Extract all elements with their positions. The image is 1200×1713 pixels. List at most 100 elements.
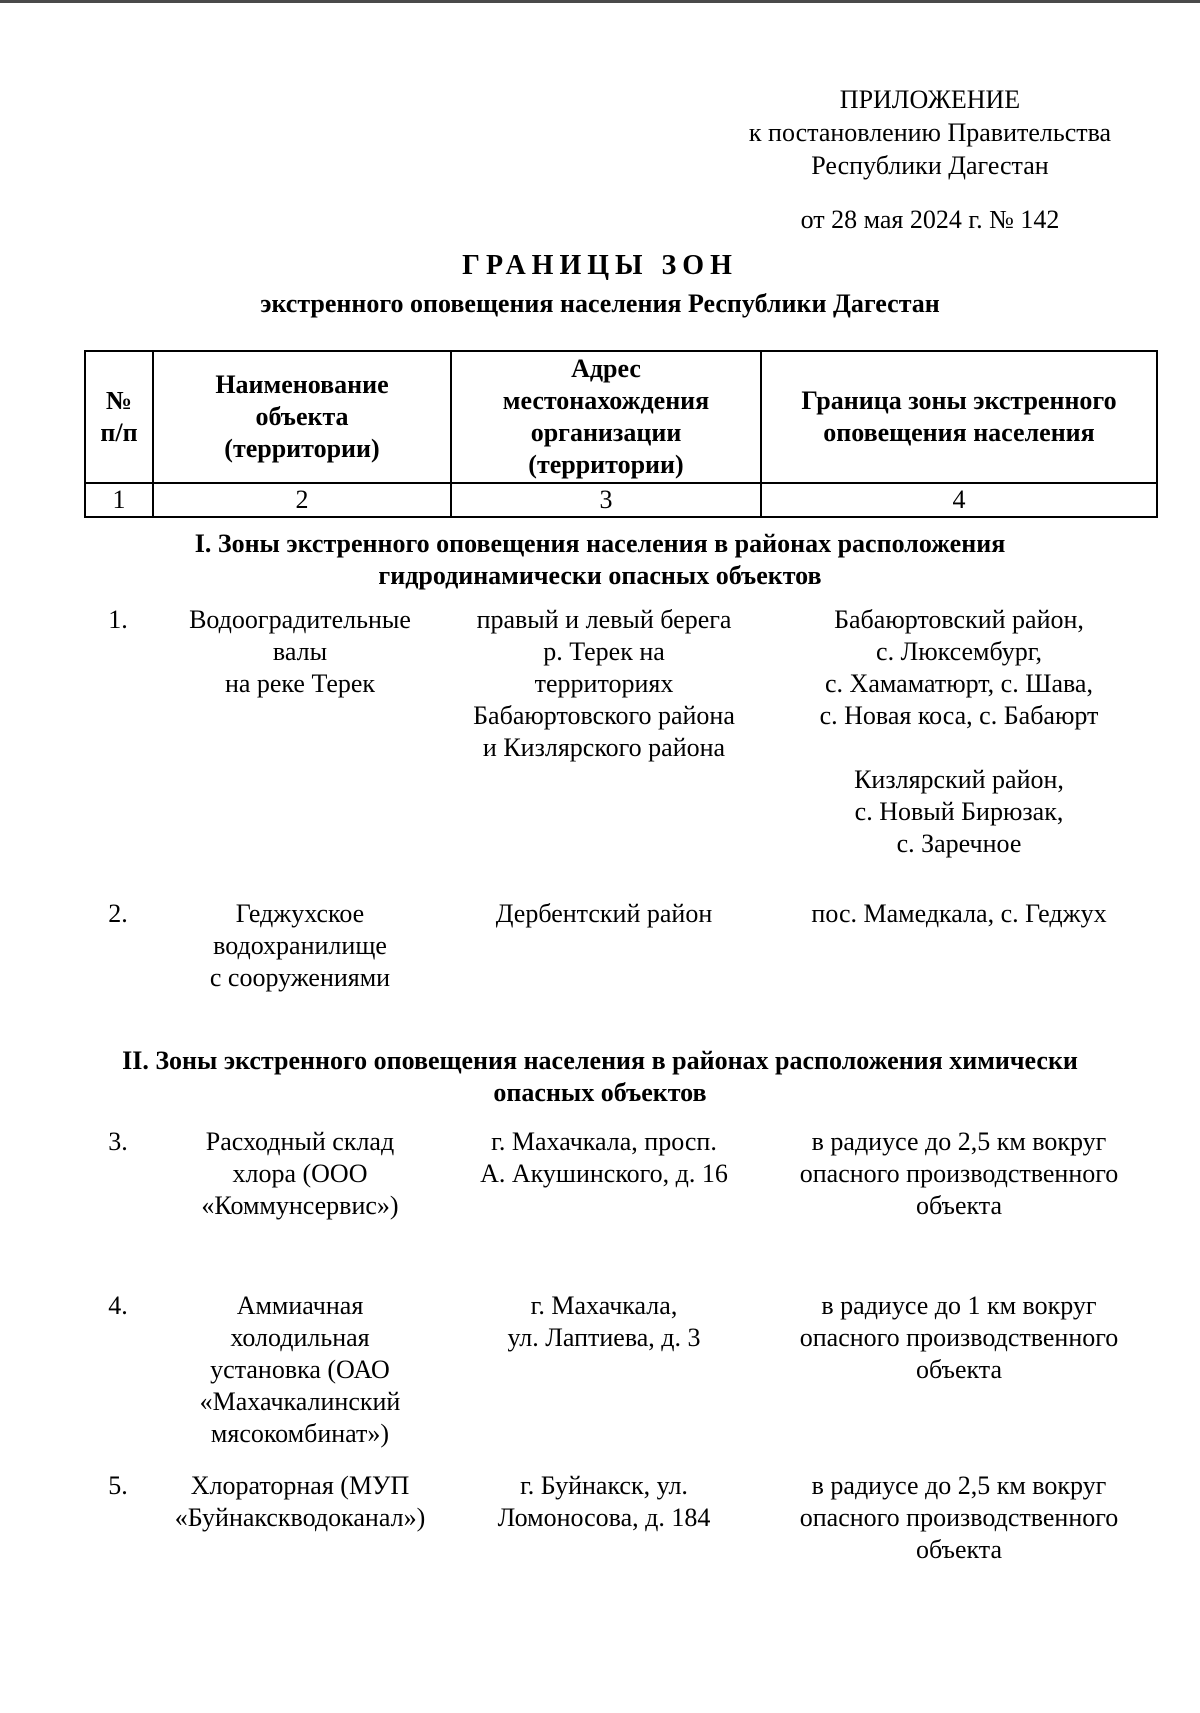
address-line: территориях	[534, 669, 674, 698]
column-number-row: 1 2 3 4	[84, 482, 1158, 518]
object-name-line: Водооградительные	[189, 605, 411, 634]
object-name-line: хлора (ООО	[232, 1159, 368, 1188]
object-name-line: «Махачкалинский	[199, 1387, 401, 1416]
object-address: г. Буйнакск, ул. Ломоносова, д. 184	[450, 1470, 758, 1534]
header-number-line: №	[105, 386, 133, 415]
scan-top-edge	[0, 0, 1200, 3]
header-zone-boundary: Граница зоны экстренного оповещения насел…	[760, 350, 1158, 484]
address-line: Ломоносова, д. 184	[497, 1503, 711, 1532]
header-table: № п/п Наименование объекта (территории) Адр…	[84, 350, 1158, 518]
header-address-line: организации	[530, 418, 682, 447]
header-address: Адрес местонахождения организации (территор…	[450, 350, 762, 484]
section-heading-line: I. Зоны экстренного оповещения населения…	[194, 529, 1006, 558]
section-heading-line: II. Зоны экстренного оповещения населени…	[122, 1046, 1078, 1075]
row-number: 2.	[108, 899, 128, 928]
appendix-date: от 28 мая 2024 г. № 142	[800, 205, 1060, 234]
zone-line: с. Хамаматюрт, с. Шава,	[825, 669, 1093, 698]
zone-line: с. Новая коса, с. Бабаюрт	[819, 701, 1099, 730]
document-subtitle: экстренного оповещения населения Республ…	[260, 289, 940, 318]
address-line: Бабаюртовского района	[473, 701, 735, 730]
zone-line: с. Люксембург,	[876, 637, 1042, 666]
object-name-line: с сооружениями	[209, 963, 391, 992]
object-name: Геджухское водохранилище с сооружениями	[152, 898, 448, 994]
zone-boundary: в радиусе до 2,5 км вокруг опасного прои…	[762, 1126, 1156, 1222]
object-name-line: Расходный склад	[205, 1127, 395, 1156]
column-number: 2	[152, 482, 452, 518]
zone-line: объекта	[915, 1535, 1003, 1564]
zone-line: опасного производственного	[799, 1159, 1119, 1188]
column-number: 1	[84, 482, 154, 518]
zone-line: в радиусе до 2,5 км вокруг	[811, 1127, 1107, 1156]
address-line: г. Махачкала, просп.	[491, 1127, 717, 1156]
object-address: г. Махачкала, ул. Лаптиева, д. 3	[450, 1290, 758, 1354]
column-number: 4	[760, 482, 1158, 518]
zone-line: в радиусе до 2,5 км вокруг	[811, 1471, 1107, 1500]
section-heading: II. Зоны экстренного оповещения населени…	[0, 1045, 1200, 1109]
header-zone-line: оповещения населения	[823, 418, 1095, 447]
header-object-line: Наименование	[215, 370, 389, 399]
zone-line: опасного производственного	[799, 1323, 1119, 1352]
section-heading-line: гидродинамически опасных объектов	[378, 561, 822, 590]
zone-line: опасного производственного	[799, 1503, 1119, 1532]
object-name-line: «Коммунсервис»)	[201, 1191, 399, 1220]
address-line: г. Буйнакск, ул.	[520, 1471, 688, 1500]
zone-boundary: в радиусе до 1 км вокруг опасного произв…	[762, 1290, 1156, 1386]
header-number-line: п/п	[100, 418, 138, 447]
object-address: правый и левый берега р. Терек на террит…	[450, 604, 758, 764]
appendix-line-2: Республики Дагестан	[811, 151, 1049, 180]
header-number: № п/п	[84, 350, 154, 484]
object-name: Расходный склад хлора (ООО «Коммунсервис…	[152, 1126, 448, 1222]
column-number: 3	[450, 482, 762, 518]
header-address-line: Адрес	[571, 354, 641, 383]
object-name-line: «Буйнакскводоканал»)	[174, 1503, 426, 1532]
object-name-line: валы	[272, 637, 328, 666]
address-line: г. Махачкала,	[530, 1291, 678, 1320]
address-line: Дербентский район	[495, 899, 713, 928]
object-name: Водооградительные валы на реке Терек	[152, 604, 448, 700]
appendix-line-1: к постановлению Правительства	[748, 118, 1112, 147]
object-name-line: холодильная	[230, 1323, 370, 1352]
zone-line: пос. Мамедкала, с. Геджух	[811, 899, 1107, 928]
object-name-line: водохранилище	[213, 931, 387, 960]
appendix-block: ПРИЛОЖЕНИЕ к постановлению Правительства…	[700, 84, 1160, 237]
appendix-label: ПРИЛОЖЕНИЕ	[839, 85, 1021, 114]
zone-line: объекта	[915, 1355, 1003, 1384]
header-object-name: Наименование объекта (территории)	[152, 350, 452, 484]
zone-line: Кизлярский район,	[854, 765, 1064, 794]
object-address: Дербентский район	[450, 898, 758, 930]
header-object-line: объекта	[255, 402, 349, 431]
zone-line: с. Новый Бирюзак,	[854, 797, 1064, 826]
header-row: № п/п Наименование объекта (территории) Адр…	[84, 350, 1158, 484]
object-name-line: Геджухское	[235, 899, 365, 928]
object-name-line: на реке Терек	[224, 669, 376, 698]
header-address-line: (территории)	[528, 450, 684, 479]
header-zone-line: Граница зоны экстренного	[801, 386, 1117, 415]
zone-line: Бабаюртовский район,	[834, 605, 1084, 634]
header-object-line: (территории)	[224, 434, 380, 463]
address-line: А. Акушинского, д. 16	[480, 1159, 728, 1188]
zone-line: с. Заречное	[896, 829, 1022, 858]
zone-boundary: в радиусе до 2,5 км вокруг опасного прои…	[762, 1470, 1156, 1566]
row-number: 4.	[108, 1291, 128, 1320]
row-number: 5.	[108, 1471, 128, 1500]
section-heading: I. Зоны экстренного оповещения населения…	[0, 528, 1200, 592]
object-name-line: Аммиачная	[236, 1291, 364, 1320]
object-name: Аммиачная холодильная установка (ОАО «Ма…	[152, 1290, 448, 1450]
row-number: 1.	[108, 605, 128, 634]
header-address-line: местонахождения	[502, 386, 710, 415]
zone-boundary: Бабаюртовский район, с. Люксембург, с. Х…	[762, 604, 1156, 860]
zone-line: объекта	[915, 1191, 1003, 1220]
address-line: ул. Лаптиева, д. 3	[507, 1323, 701, 1352]
document-title: ГРАНИЦЫ ЗОН	[462, 250, 738, 281]
address-line: и Кизлярского района	[482, 733, 726, 762]
object-name-line: Хлораторная (МУП	[190, 1471, 410, 1500]
zone-line: в радиусе до 1 км вокруг	[821, 1291, 1097, 1320]
address-line: правый и левый берега	[476, 605, 732, 634]
zone-boundary: пос. Мамедкала, с. Геджух	[762, 898, 1156, 930]
section-heading-line: опасных объектов	[493, 1078, 707, 1107]
address-line: р. Терек на	[543, 637, 665, 666]
object-name: Хлораторная (МУП «Буйнакскводоканал»)	[152, 1470, 448, 1534]
zone-spacer	[762, 732, 1156, 764]
object-name-line: мясокомбинат»)	[210, 1419, 390, 1448]
row-number: 3.	[108, 1127, 128, 1156]
